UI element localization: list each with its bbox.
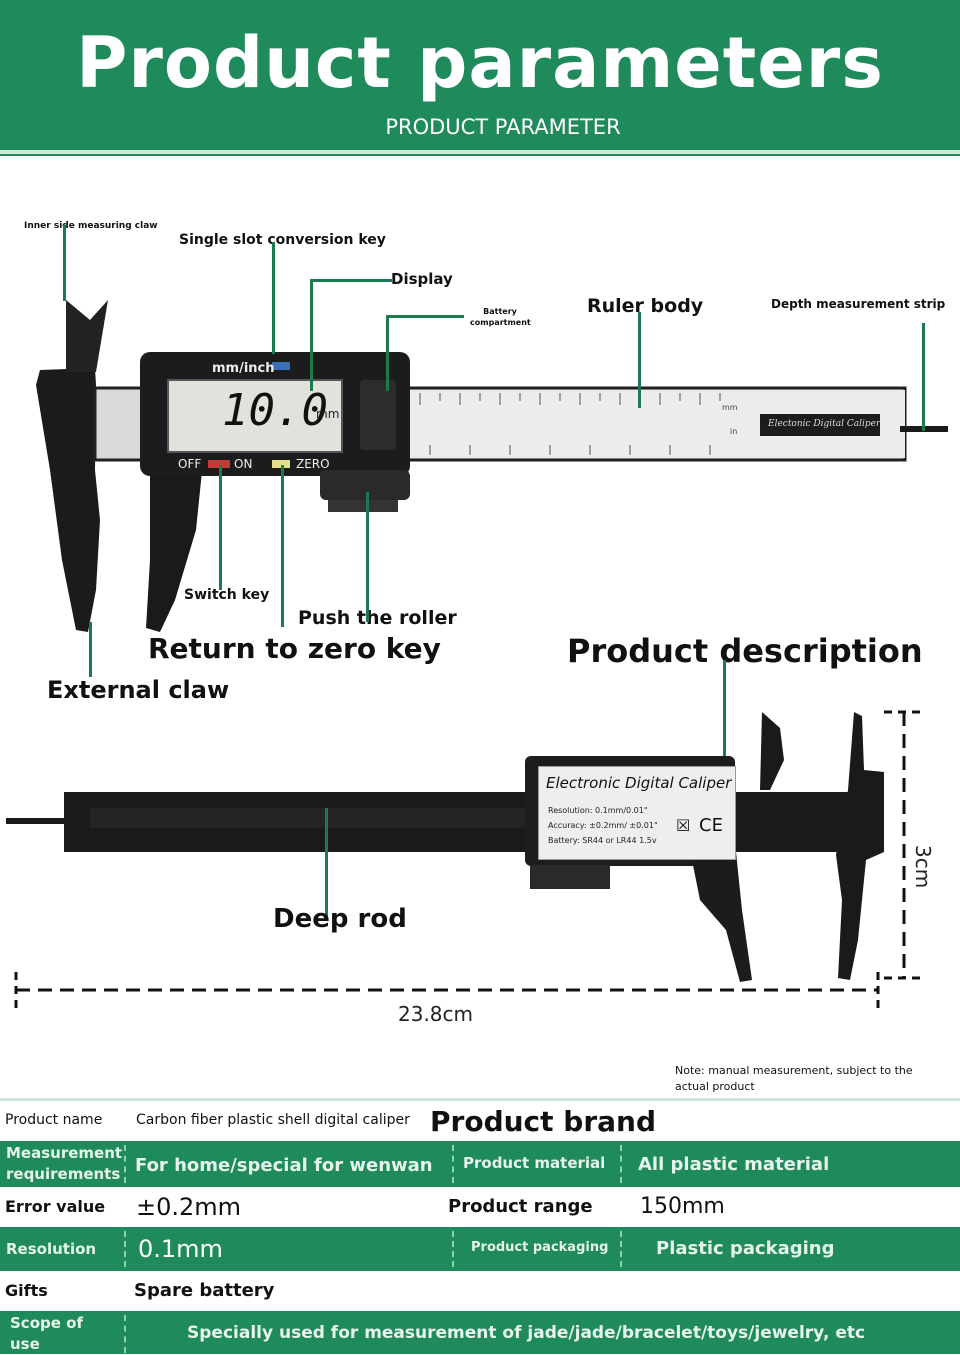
- cell-packaging-value: Plastic packaging: [656, 1238, 835, 1259]
- cell-error-label: Error value: [5, 1197, 106, 1216]
- column-divider: [452, 1231, 454, 1267]
- table-row: Gifts Spare battery: [0, 1271, 960, 1311]
- beam-brand-text: Electonic Digital Caliper: [768, 419, 881, 429]
- dimension-height: 3cm: [911, 845, 935, 889]
- scale-in-label: in: [730, 427, 738, 436]
- column-divider: [124, 1231, 126, 1267]
- lcd-reading: 10.0: [222, 385, 328, 436]
- plate-title: Electronic Digital Caliper: [546, 774, 732, 792]
- zero-label: ZERO: [296, 457, 330, 471]
- column-divider: [124, 1145, 126, 1183]
- plate-accuracy: Accuracy: ±0.2mm/ ±0.01": [548, 821, 658, 830]
- leader-single-slot-key: [272, 242, 275, 354]
- cell-product-brand-label: Product brand: [430, 1105, 656, 1138]
- label-inner-claw: Inner side measuring claw: [24, 221, 158, 231]
- table-row: Product name Carbon fiber plastic shell …: [0, 1101, 960, 1141]
- weee-icon: ☒: [676, 816, 691, 835]
- table-row: Resolution 0.1mm Product packaging Plast…: [0, 1227, 960, 1271]
- cell-packaging-label: Product packaging: [471, 1240, 609, 1255]
- leader-switch-key: [219, 465, 222, 590]
- label-depth-strip: Depth measurement strip: [771, 297, 946, 311]
- on-label: ON: [234, 457, 253, 471]
- plate-battery: Battery: SR44 or LR44 1.5v: [548, 836, 657, 845]
- lcd-unit-label: mm/inch: [212, 361, 275, 376]
- cell-range-label: Product range: [448, 1196, 593, 1217]
- caliper-side-illustration: [6, 710, 924, 1008]
- lcd-reading-unit: mm: [316, 407, 340, 421]
- column-divider: [620, 1145, 622, 1183]
- cell-product-name-label: Product name: [5, 1112, 103, 1128]
- cell-material-value: All plastic material: [638, 1154, 830, 1175]
- cell-gifts-label: Gifts: [5, 1281, 48, 1300]
- leader-battery-v: [386, 315, 389, 391]
- cell-scope-value: Specially used for measurement of jade/j…: [187, 1323, 866, 1343]
- column-divider: [620, 1231, 622, 1267]
- caliper-illustration: [36, 300, 948, 632]
- label-external-claw: External claw: [47, 676, 230, 704]
- scale-mm-label: mm: [722, 403, 738, 412]
- leader-return-zero: [281, 465, 284, 627]
- column-divider: [452, 1145, 454, 1183]
- leader-push-roller: [366, 492, 369, 622]
- cell-material-label: Product material: [463, 1154, 606, 1172]
- label-return-zero: Return to zero key: [148, 632, 441, 665]
- off-label: OFF: [178, 457, 202, 471]
- leader-display-v: [310, 279, 313, 391]
- label-display: Display: [391, 270, 453, 288]
- spec-plate: [538, 766, 736, 860]
- leader-deep-rod: [325, 808, 328, 920]
- table-row: Measurement requirements For home/specia…: [0, 1141, 960, 1187]
- table-row: Scope of use Specially used for measurem…: [0, 1311, 960, 1354]
- cell-scope-label: Scope of use: [10, 1314, 83, 1353]
- cell-error-value: ±0.2mm: [136, 1193, 242, 1221]
- label-deep-rod: Deep rod: [273, 904, 407, 934]
- table-top-border: [0, 1098, 960, 1101]
- page-subtitle: PRODUCT PARAMETER: [385, 115, 621, 139]
- cell-measurement-label: Measurement requirements: [6, 1144, 123, 1183]
- plate-resolution: Resolution: 0.1mm/0.01": [548, 806, 648, 815]
- label-product-description: Product description: [567, 632, 923, 670]
- leader-external-claw: [89, 622, 92, 677]
- page-title: Product parameters: [76, 22, 884, 104]
- cell-gifts-value: Spare battery: [134, 1280, 275, 1301]
- label-single-slot-key: Single slot conversion key: [179, 232, 386, 248]
- cell-resolution-label: Resolution: [6, 1240, 97, 1258]
- cell-resolution-value: 0.1mm: [138, 1235, 223, 1263]
- table-row: Error value ±0.2mm Product range 150mm: [0, 1187, 960, 1227]
- ce-mark: CE: [699, 815, 723, 836]
- leader-ruler-body: [638, 312, 641, 408]
- caliper-diagram: mm/inch 10.0 mm OFF ON ZERO mm in Electo…: [0, 170, 960, 710]
- leader-depth-strip: [922, 323, 925, 431]
- note-text: Note: manual measurement, subject to the…: [675, 1064, 913, 1093]
- column-divider: [124, 1315, 126, 1353]
- label-ruler-body: Ruler body: [587, 295, 704, 317]
- cell-range-value: 150mm: [640, 1194, 725, 1219]
- label-push-roller: Push the roller: [298, 607, 457, 629]
- cell-product-name-value: Carbon fiber plastic shell digital calip…: [136, 1112, 410, 1128]
- leader-inner-claw: [63, 225, 66, 301]
- cell-measurement-value: For home/special for wenwan: [135, 1155, 433, 1176]
- header-divider: [0, 150, 960, 154]
- label-battery: Battery compartment: [470, 307, 531, 327]
- leader-display-h: [310, 279, 392, 282]
- label-switch-key: Switch key: [184, 587, 270, 603]
- leader-battery-h: [386, 315, 464, 318]
- header-banner: [0, 0, 960, 156]
- leader-product-description: [723, 660, 726, 772]
- dimension-length: 23.8cm: [398, 1002, 474, 1026]
